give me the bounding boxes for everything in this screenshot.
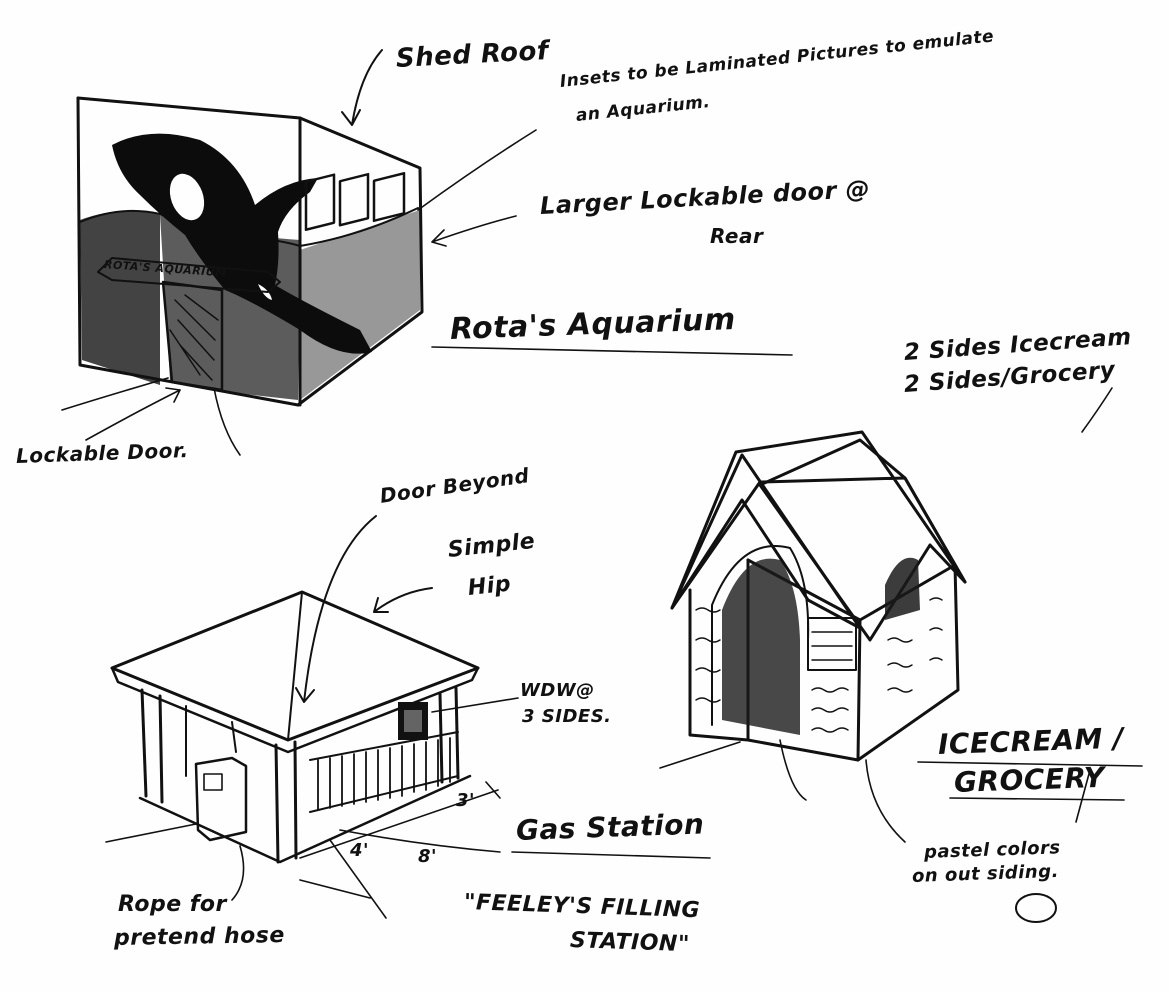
icecream-siding [695,597,943,733]
icecream-door-arch-trim [711,545,810,726]
gas-station-drawing [105,515,711,919]
icecream-title-underline-2 [949,797,1125,801]
gas-window [398,702,428,740]
gas-dimension-lines [299,781,501,919]
larger-door-label-line2: Rear [710,224,764,248]
rope-label-line1: Rope for [118,892,227,917]
icecream-title-line2: GROCERY [953,760,1106,799]
lockable-door-leader-3 [213,387,241,456]
gas-title-leader [339,829,501,853]
rope-leader [231,845,245,901]
icecream-shed-drawing [659,387,1143,923]
inserts-leader [417,129,537,211]
gas-post-left [140,688,164,804]
pastel-leader [865,759,906,843]
gas-back-wall [185,705,237,777]
icecream-front-wall [746,558,862,762]
feeley-title-line2: STATION" [569,928,691,958]
dimension-3ft: 3' [456,790,476,811]
gas-floor [138,774,472,864]
rope-label-line2: pretend hose [113,923,286,951]
simple-hip-arrow [373,587,433,613]
gas-post-front [274,740,298,864]
aquarium-window-2 [338,172,370,227]
dimension-4ft: 4' [350,840,370,861]
icecream-right-gable [758,438,967,642]
gas-roof-hip [287,591,303,741]
lockable-door-leader-2 [85,387,181,441]
icecream-slash [1075,769,1091,823]
aquarium-banner-shape [97,257,281,293]
wdw-label-line1: WDW@ [520,680,595,701]
icecream-left-gable [670,453,862,630]
aquarium-door [161,280,224,392]
wdw-leader [431,697,519,713]
icecream-title-underline-1 [917,761,1143,767]
aquarium-title-underline [431,346,793,356]
sides-leader [1081,387,1113,433]
icecream-door-leader [779,739,807,801]
orca-eye-patch [169,173,205,221]
gas-left-leader [105,823,197,843]
aquarium-door-hatch [169,294,219,381]
gas-railing-balusters [317,737,451,811]
gas-roof-fascia [110,666,480,754]
icecream-arched-door [722,558,800,735]
pastel-circle [1015,893,1057,923]
lockable-door-leader-1 [61,377,169,411]
larger-door-arrow [431,215,517,247]
aquarium-window-3 [372,171,406,223]
gas-pump [194,756,248,842]
icecream-arched-window [885,557,920,620]
icecream-title-line1: ICECREAM / [937,721,1125,761]
aquarium-shed-drawing [61,49,793,456]
aquarium-side-wall-hatch [300,210,420,400]
gas-railing-rails [309,731,459,813]
icecream-ground-line [659,741,741,769]
simple-hip-label-line2: Hip [466,571,513,601]
gas-pump-display [203,773,223,791]
aquarium-left-wall-hatch [80,211,160,385]
wdw-label-line2: 3 SIDES. [522,706,612,727]
aquarium-side-edge [296,116,424,407]
gas-title-underline [511,851,711,859]
aquarium-left-edge [76,96,300,407]
aquarium-window-1 [304,173,336,231]
gas-window-pane [404,710,422,732]
door-beyond-arrow [295,515,377,703]
shed-roof-arrow [341,49,383,126]
icecream-service-window [807,617,857,671]
dimension-8ft: 8' [418,846,438,867]
gas-station-title: Gas Station [515,807,705,847]
icecream-window-grille [811,631,853,661]
